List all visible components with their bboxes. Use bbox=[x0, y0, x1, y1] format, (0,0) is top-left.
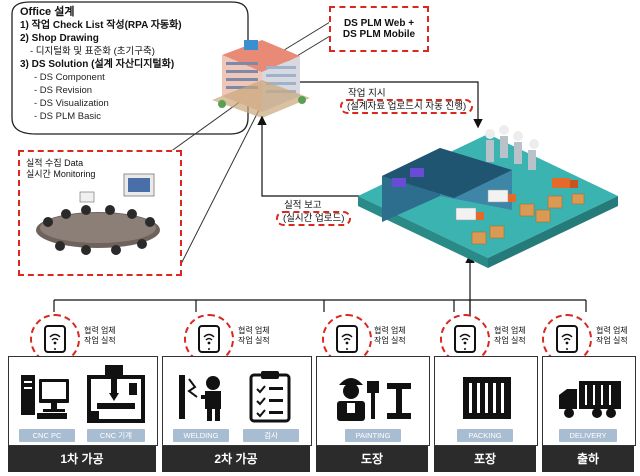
tablet-icon-4 bbox=[440, 314, 490, 364]
meeting-room-illustration bbox=[36, 173, 160, 255]
work-order-title: 작업 지시 bbox=[348, 88, 386, 99]
packing-container-icon bbox=[463, 377, 511, 419]
tablet-wifi-icon bbox=[198, 325, 220, 353]
pill-cnc-machine: CNC 기계 bbox=[87, 429, 145, 442]
section-packing: PACKING bbox=[434, 356, 538, 446]
pill-delivery: DELIVERY bbox=[559, 429, 617, 442]
monitoring-line-2: 실시간 Monitoring bbox=[26, 169, 96, 179]
office-item-2: 2) Shop Drawing bbox=[20, 33, 99, 44]
office-bubble-text: Office 설계 1) 작업 Check List 작성(RPA 자동화) 2… bbox=[20, 6, 240, 123]
report-label: 실적 보고 (실시간 업로드) bbox=[276, 200, 352, 226]
pill-cnc-pc: CNC PC bbox=[19, 429, 75, 442]
office-item-3: 3) DS Solution (설계 자산디지털화) bbox=[20, 59, 175, 70]
pill-welding: WELDING bbox=[173, 429, 229, 442]
factory-illustration bbox=[358, 125, 618, 268]
plm-line-2: DS PLM Mobile bbox=[342, 29, 416, 40]
plm-box: DS PLM Web + DS PLM Mobile bbox=[329, 6, 429, 52]
office-title: Office 설계 bbox=[20, 6, 75, 18]
tablet-wifi-icon bbox=[556, 325, 578, 353]
monitoring-line-1: 실적 수집 Data bbox=[26, 158, 84, 168]
report-sub: (실시간 업로드) bbox=[276, 211, 352, 226]
office-item-3-sub-4: - DS PLM Basic bbox=[34, 111, 102, 122]
pill-packing: PACKING bbox=[457, 429, 513, 442]
pill-painting: PAINTING bbox=[345, 429, 401, 442]
cnc-pc-icon bbox=[21, 375, 69, 419]
tablet-wifi-icon bbox=[336, 325, 358, 353]
office-item-2-sub-1: - 디지털화 및 표준화 (초기구축) bbox=[30, 46, 155, 57]
work-order-sub: (설계자료 업로드시 자동 진행) bbox=[340, 99, 474, 114]
tablet-icon-2 bbox=[184, 314, 234, 364]
tablet-wifi-icon bbox=[454, 325, 476, 353]
section-title-delivery: 출하 bbox=[542, 446, 634, 472]
plm-line-1: DS PLM Web + bbox=[343, 18, 415, 29]
painting-worker-icon bbox=[337, 378, 411, 421]
office-bubble bbox=[11, 1, 249, 135]
section-painting: PAINTING bbox=[316, 356, 430, 446]
tablet-icon-1 bbox=[30, 314, 80, 364]
inspection-clipboard-icon bbox=[249, 371, 291, 423]
work-order-label: 작업 지시 (설계자료 업로드시 자동 진행) bbox=[340, 88, 474, 114]
section-title-secondary: 2차 가공 bbox=[162, 446, 310, 472]
tablet-wifi-icon bbox=[44, 325, 66, 353]
office-item-3-sub-1: - DS Component bbox=[34, 72, 105, 83]
welding-icon bbox=[179, 375, 221, 421]
section-title-packing: 포장 bbox=[434, 446, 536, 472]
office-item-1: 1) 작업 Check List 작성(RPA 자동화) bbox=[20, 20, 182, 31]
report-title: 실적 보고 bbox=[284, 200, 322, 211]
cnc-machine-icon bbox=[87, 365, 145, 423]
office-item-3-sub-3: - DS Visualization bbox=[34, 98, 109, 109]
section-title-painting: 도장 bbox=[316, 446, 428, 472]
section-title-primary: 1차 가공 bbox=[8, 446, 156, 472]
office-item-3-sub-2: - DS Revision bbox=[34, 85, 93, 96]
section-primary-processing: CNC PC CNC 기계 bbox=[8, 356, 158, 446]
section-secondary-processing: WELDING 검사 bbox=[162, 356, 312, 446]
monitoring-text: 실적 수집 Data 실시간 Monitoring bbox=[26, 158, 95, 180]
monitoring-box: 실적 수집 Data 실시간 Monitoring bbox=[18, 150, 182, 276]
pill-inspection: 검사 bbox=[243, 429, 299, 442]
delivery-truck-icon bbox=[559, 381, 621, 418]
office-building-illustration bbox=[212, 40, 310, 118]
tablet-icon-5 bbox=[542, 314, 592, 364]
section-delivery: DELIVERY bbox=[542, 356, 636, 446]
